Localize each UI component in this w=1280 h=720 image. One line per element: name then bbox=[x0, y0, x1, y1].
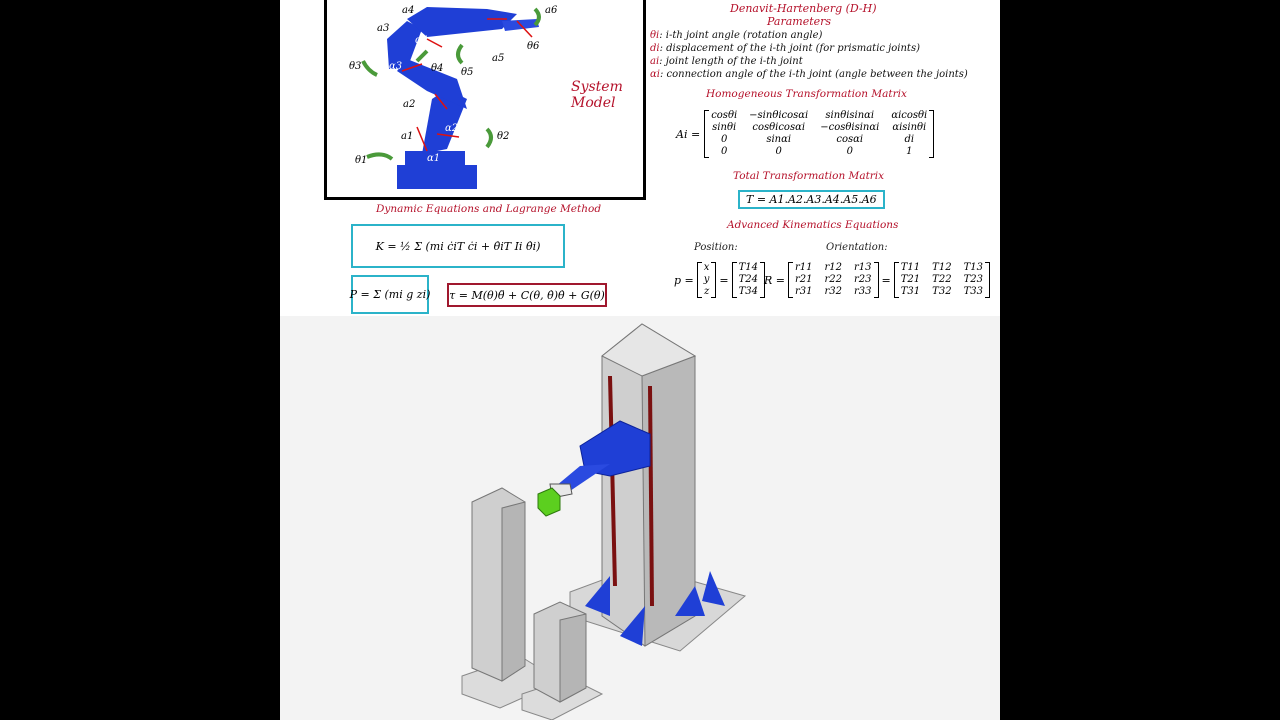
dh-title: Denavit-Hartenberg (D-H) bbox=[730, 2, 877, 15]
label-a5: a5 bbox=[492, 53, 504, 64]
dynamics-title: Dynamic Equations and Lagrange Method bbox=[376, 203, 602, 215]
potential-energy-equation: P = Σ (mi g zi) bbox=[349, 288, 431, 301]
torque-box: τ = M(θ)θ̈ + C(θ, θ̇)θ̇ + G(θ) bbox=[447, 283, 607, 307]
label-theta4: θ4 bbox=[431, 63, 443, 74]
slide-page: a4 a6 a3 a2 a1 a5 θ1 θ2 θ3 θ4 θ5 θ6 α1 α… bbox=[280, 0, 1000, 720]
label-theta5: θ5 bbox=[461, 67, 473, 78]
robot-cell-scene bbox=[280, 316, 1000, 720]
total-tm-equation: T = A1.A2.A3.A4.A5.A6 bbox=[738, 190, 885, 209]
param-a: ai: joint length of the i-th joint bbox=[650, 56, 803, 67]
position-label: Position: bbox=[694, 242, 738, 253]
label-alpha3: α3 bbox=[389, 61, 402, 72]
label-alpha2: α2 bbox=[445, 123, 458, 134]
label-alpha4: α4 bbox=[415, 35, 428, 46]
param-alpha: αi: connection angle of the i-th joint (… bbox=[650, 69, 968, 80]
htm-title: Homogeneous Transformation Matrix bbox=[706, 88, 907, 100]
system-model-frame: a4 a6 a3 a2 a1 a5 θ1 θ2 θ3 θ4 θ5 θ6 α1 α… bbox=[324, 0, 646, 200]
robot-arm-schematic: a4 a6 a3 a2 a1 a5 θ1 θ2 θ3 θ4 θ5 θ6 α1 α… bbox=[349, 5, 558, 189]
dh-params-list: θi: i-th joint angle (rotation angle) di… bbox=[650, 30, 968, 80]
param-theta: θi: i-th joint angle (rotation angle) bbox=[650, 30, 823, 41]
system-model-title: System Model bbox=[571, 79, 623, 111]
label-a1: a1 bbox=[401, 131, 413, 142]
label-theta6: θ6 bbox=[527, 41, 540, 52]
label-a4: a4 bbox=[402, 5, 414, 16]
label-theta2: θ2 bbox=[497, 131, 509, 142]
orientation-label: Orientation: bbox=[826, 242, 888, 253]
label-a6: a6 bbox=[545, 5, 558, 16]
green-cube bbox=[537, 487, 561, 517]
kinetic-energy-box: K = ½ Σ (mi ċiT ċi + θ̇iT Ii θ̇i) bbox=[351, 224, 565, 268]
potential-energy-box: P = Σ (mi g zi) bbox=[349, 275, 431, 314]
param-d: di: displacement of the i-th joint (for … bbox=[650, 43, 920, 54]
label-theta1: θ1 bbox=[355, 155, 367, 166]
label-alpha1: α1 bbox=[427, 153, 440, 164]
kinetic-energy-equation: K = ½ Σ (mi ċiT ċi + θ̇iT Ii θ̇i) bbox=[375, 239, 541, 253]
label-a2: a2 bbox=[403, 99, 415, 110]
label-theta3: θ3 bbox=[349, 61, 361, 72]
dh-subtitle: Parameters bbox=[767, 15, 832, 28]
kinematics-title: Advanced Kinematics Equations bbox=[727, 219, 899, 231]
htm-lhs: Ai = bbox=[676, 127, 701, 141]
total-tm-title: Total Transformation Matrix bbox=[733, 170, 885, 182]
torque-equation: τ = M(θ)θ̈ + C(θ, θ̇)θ̇ + G(θ) bbox=[449, 288, 605, 302]
label-a3: a3 bbox=[377, 23, 389, 34]
